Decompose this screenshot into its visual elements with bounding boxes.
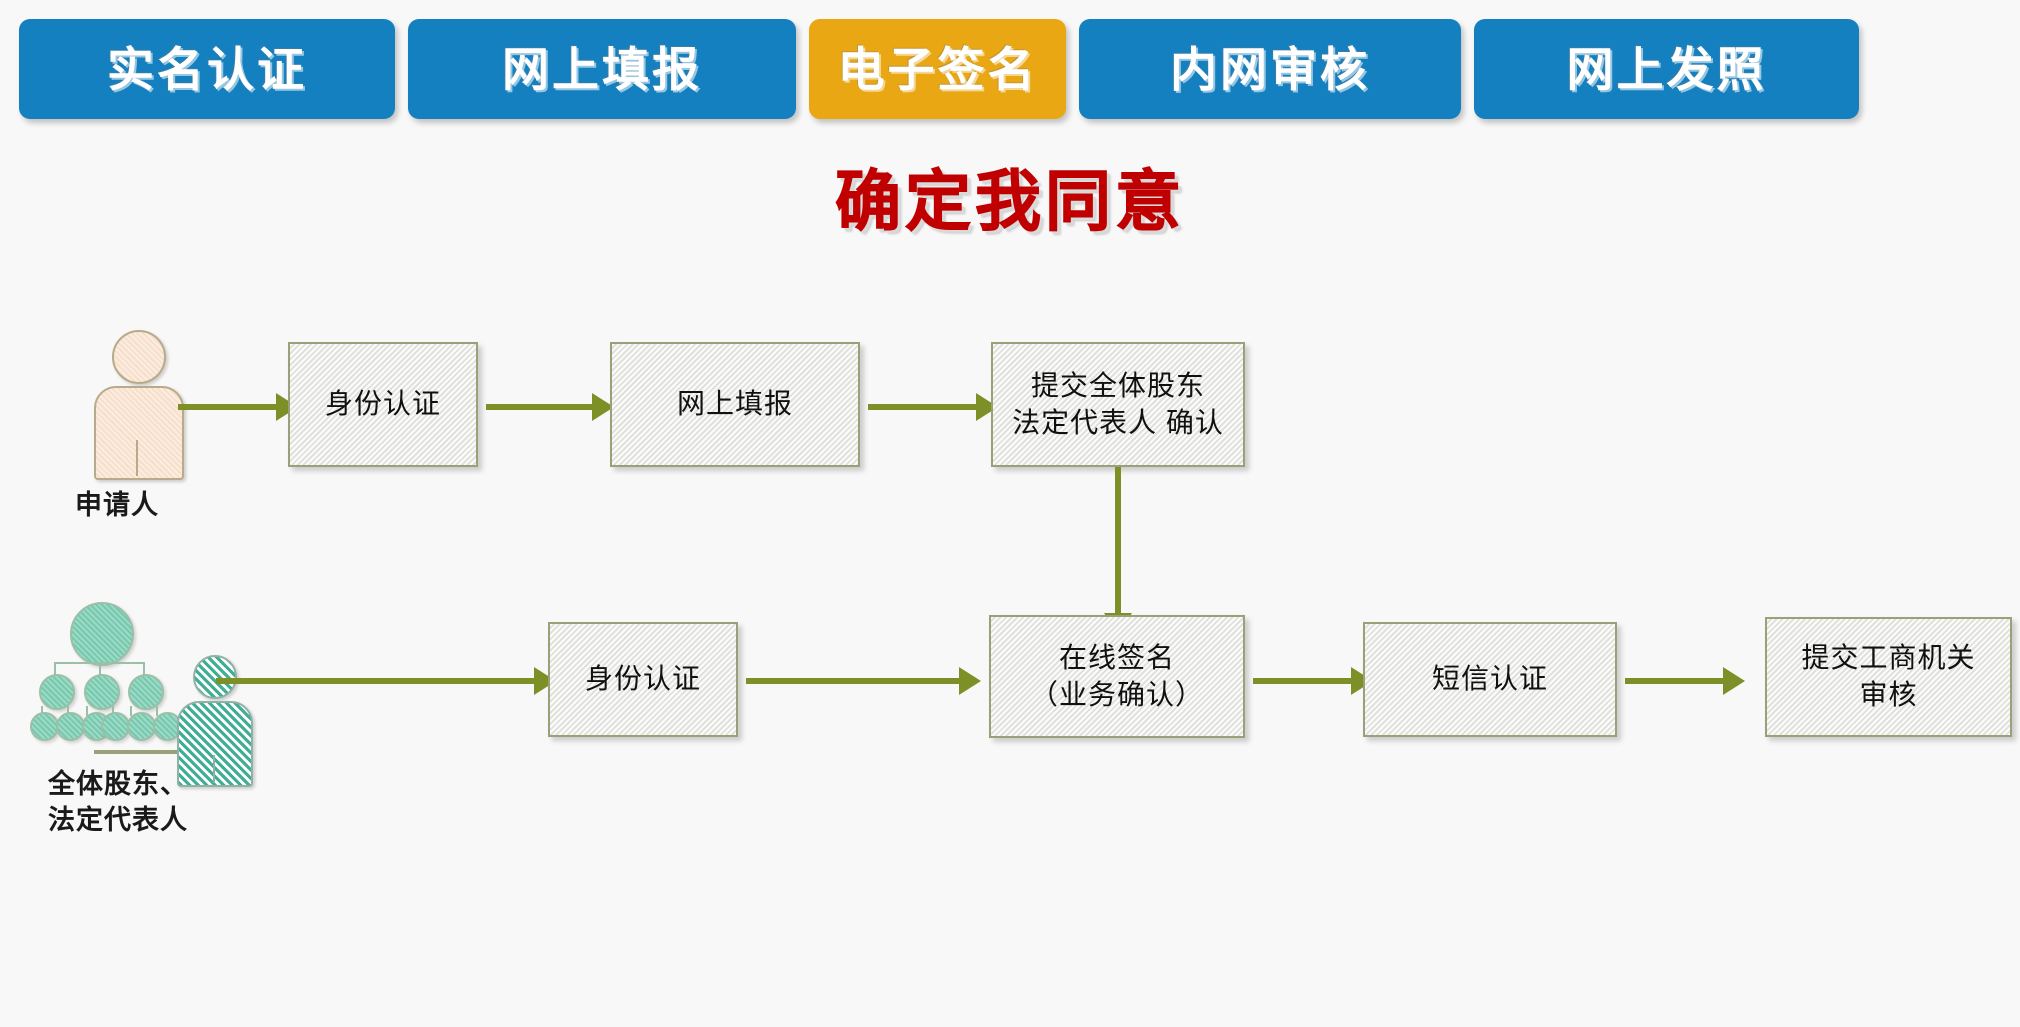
group-connector-icon: [112, 706, 114, 716]
arrow-r1-step1-to-step2: [486, 393, 614, 421]
headline-text: 确定我同意: [835, 164, 1185, 239]
arrow-r2-step1-to-step2: [746, 667, 981, 695]
group-connector-icon: [99, 662, 101, 678]
group-node-mid-icon: [128, 674, 164, 710]
group-connector-icon: [86, 706, 88, 716]
applicant-person-icon: [90, 330, 190, 480]
flow-box-r1-tijiao-quanti-gudong[interactable]: 提交全体股东 法定代表人 确认: [991, 342, 1245, 467]
flow-box-label: 提交工商机关 审核: [1801, 642, 1976, 710]
group-connector-icon: [54, 662, 145, 664]
page-headline: 确定我同意: [0, 148, 2020, 244]
group-connector-icon: [143, 662, 145, 678]
flow-box-label: 提交全体股东 法定代表人 确认: [1012, 369, 1224, 438]
arrow-r2-step3-to-step4: [1625, 667, 1745, 695]
flow-box-r2-tijiao-gongshang-shenhe[interactable]: 提交工商机关 审核: [1765, 617, 2012, 737]
group-connector-icon: [130, 706, 132, 716]
flow-box-label: 身份认证: [324, 388, 441, 420]
tab-label: 网上填报: [502, 42, 702, 96]
group-node-mid-icon: [39, 674, 75, 710]
group-node-mid-icon: [84, 674, 120, 710]
flow-box-label: 短信认证: [1431, 663, 1548, 695]
flow-box-r1-wangshang-tianbao[interactable]: 网上填报: [610, 342, 860, 467]
arrow-r2-step2-to-step3: [1253, 667, 1373, 695]
person-leg-split-icon: [213, 755, 215, 783]
role-label-applicant: 申请人: [75, 490, 159, 520]
arrow-shareholders-to-step1: [216, 667, 556, 695]
person-leg-split-icon: [136, 440, 138, 476]
process-step-tabs: 实名认证 网上填报 电子签名 内网审核 网上发照: [0, 19, 2020, 125]
flow-box-r2-shenfen-renzheng[interactable]: 身份认证: [548, 622, 738, 737]
group-node-leaf-icon: [101, 712, 130, 741]
group-node-leaf-icon: [153, 712, 182, 741]
group-connector-icon: [54, 662, 56, 678]
tab-label: 内网审核: [1170, 42, 1370, 96]
tab-wangshang-tianbao[interactable]: 网上填报: [408, 19, 796, 119]
group-node-leaf-icon: [82, 712, 111, 741]
flow-box-label: 身份认证: [584, 663, 701, 695]
group-connector-icon: [67, 706, 69, 716]
group-node-leaf-icon: [127, 712, 156, 741]
tab-wangshang-fazhao[interactable]: 网上发照: [1474, 19, 1859, 119]
group-node-leaf-icon: [30, 712, 59, 741]
arrow-applicant-to-step1: [178, 393, 298, 421]
role-label-shareholders: 全体股东、 法定代表人: [48, 769, 188, 836]
flow-box-label: 网上填报: [676, 388, 793, 420]
flow-box-r2-zaixian-qianming[interactable]: 在线签名 （业务确认）: [989, 615, 1245, 738]
tab-neiwang-shenhe[interactable]: 内网审核: [1079, 19, 1461, 119]
person-body-icon: [94, 386, 184, 480]
group-connector-icon: [156, 706, 158, 716]
arrow-confirm-to-online-sign: [1104, 467, 1132, 635]
tab-dianzi-qianming-active[interactable]: 电子签名: [809, 19, 1066, 119]
group-node-root-icon: [70, 602, 134, 666]
arrow-r1-step2-to-step3: [868, 393, 998, 421]
shareholders-group-icon: [30, 600, 216, 754]
group-baseline-icon: [94, 750, 216, 754]
flow-box-r2-duanxin-renzheng[interactable]: 短信认证: [1363, 622, 1617, 737]
flow-box-label: 在线签名 （业务确认）: [1029, 641, 1204, 710]
tab-label: 电子签名: [837, 42, 1038, 96]
legal-rep-person-icon: [175, 655, 265, 787]
person-head-icon: [193, 655, 237, 699]
group-node-leaf-icon: [56, 712, 85, 741]
tab-label: 网上发照: [1566, 42, 1767, 96]
group-connector-icon: [41, 706, 43, 716]
flow-box-r1-shenfen-renzheng[interactable]: 身份认证: [288, 342, 478, 467]
person-body-icon: [177, 701, 253, 787]
person-head-icon: [112, 330, 166, 384]
tab-shiming-renzheng[interactable]: 实名认证: [19, 19, 395, 119]
tab-label: 实名认证: [107, 42, 307, 96]
